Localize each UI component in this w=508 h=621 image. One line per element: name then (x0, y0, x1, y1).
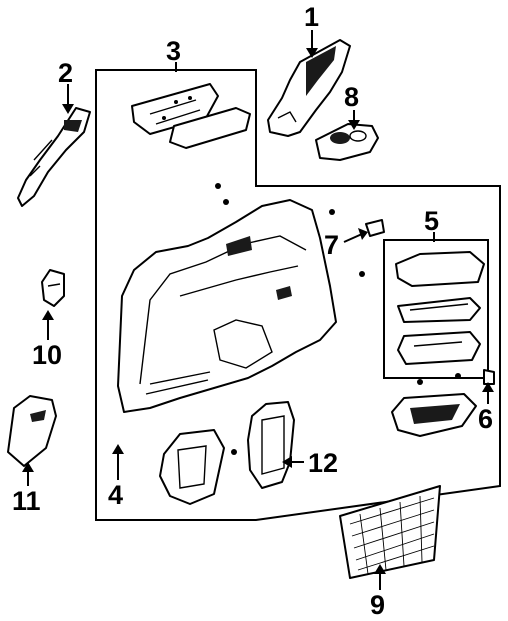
callout-10: 10 (32, 340, 62, 370)
part-6-clip (483, 369, 495, 385)
part-5-armrest-base (397, 297, 481, 323)
storage-bin (391, 393, 477, 437)
part-8-cupholder (315, 123, 379, 161)
part-12-bezel (247, 401, 295, 489)
callout-11: 11 (12, 486, 41, 516)
callout-6: 6 (478, 404, 493, 434)
part-11-jack-cover (7, 395, 57, 467)
callout-1: 1 (304, 2, 319, 32)
subassembly-box-5 (383, 239, 489, 379)
part-3-quarter-trim-panel (117, 199, 337, 413)
callout-12: 12 (308, 448, 338, 478)
assembly-box-outline (95, 69, 501, 521)
callout-9: 9 (370, 590, 385, 620)
callout-8: 8 (344, 82, 359, 112)
callout-3: 3 (166, 36, 181, 66)
part-2-side-trim (17, 107, 91, 207)
part-7-clip (365, 219, 385, 237)
part-5-armrest-cover (395, 251, 485, 287)
callout-4: 4 (108, 480, 123, 510)
callout-5: 5 (424, 206, 439, 236)
lower-pocket-trim (159, 429, 225, 505)
part-10-trim-clip (41, 269, 65, 307)
part-5-armrest-bracket (397, 331, 481, 365)
part-9-cargo-net (339, 485, 441, 579)
upper-trim-bezel (169, 107, 251, 149)
callout-2: 2 (58, 58, 73, 88)
part-1-pillar-trim (267, 39, 351, 137)
callout-7: 7 (324, 230, 339, 260)
leader-lines (22, 30, 494, 590)
